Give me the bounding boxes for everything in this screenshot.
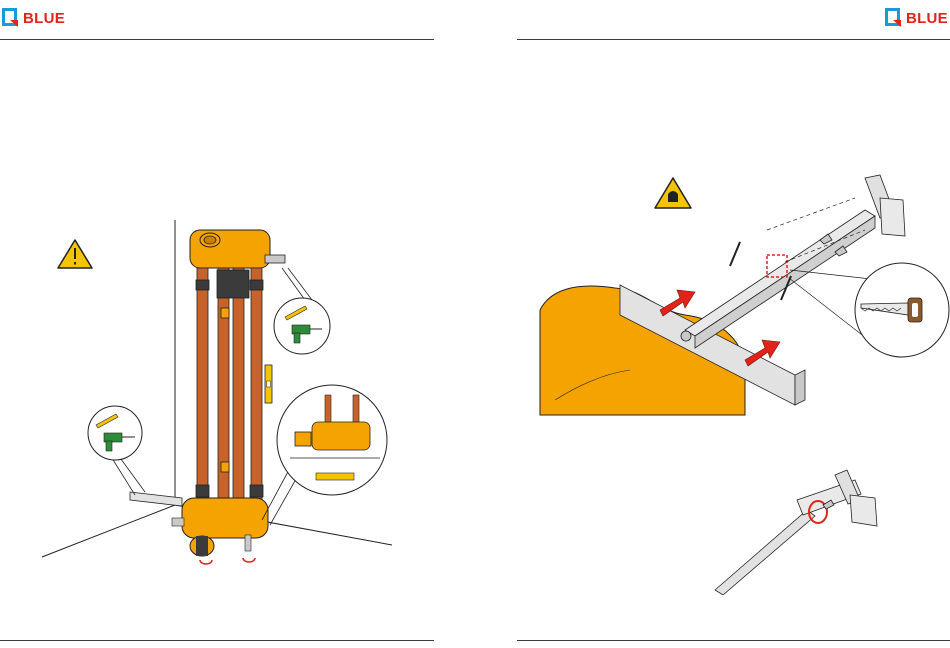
spirit-level-icon	[265, 365, 272, 403]
bracket-lock-detail	[715, 470, 877, 595]
protective-gloves-icon	[655, 178, 691, 208]
level-detail-callout	[262, 385, 387, 525]
copper-pipes	[196, 268, 263, 500]
bracket-cutting-illustration	[535, 170, 950, 595]
brand-logo-left: BLUE	[2, 8, 65, 28]
footer-rule	[0, 640, 434, 641]
saw-callout	[789, 263, 949, 357]
brand-mark-icon	[2, 8, 20, 28]
top-manifold	[190, 230, 285, 268]
brand-mark-icon	[885, 8, 903, 28]
tool-callout-upper	[274, 268, 330, 354]
header-rule	[0, 39, 434, 40]
header-rule	[517, 39, 950, 40]
brand-name: BLUE	[906, 10, 948, 27]
brand-name: BLUE	[23, 10, 65, 27]
support-bar	[130, 492, 184, 526]
left-page: BLUE	[0, 0, 475, 648]
footer-rule	[517, 640, 950, 641]
tool-callout-lower	[88, 406, 145, 495]
brand-logo-right: BLUE	[885, 8, 948, 28]
warning-triangle-icon	[58, 240, 92, 268]
bottom-manifold	[182, 498, 268, 564]
manifold-mounting-illustration	[0, 200, 440, 580]
right-page: BLUE	[475, 0, 950, 648]
